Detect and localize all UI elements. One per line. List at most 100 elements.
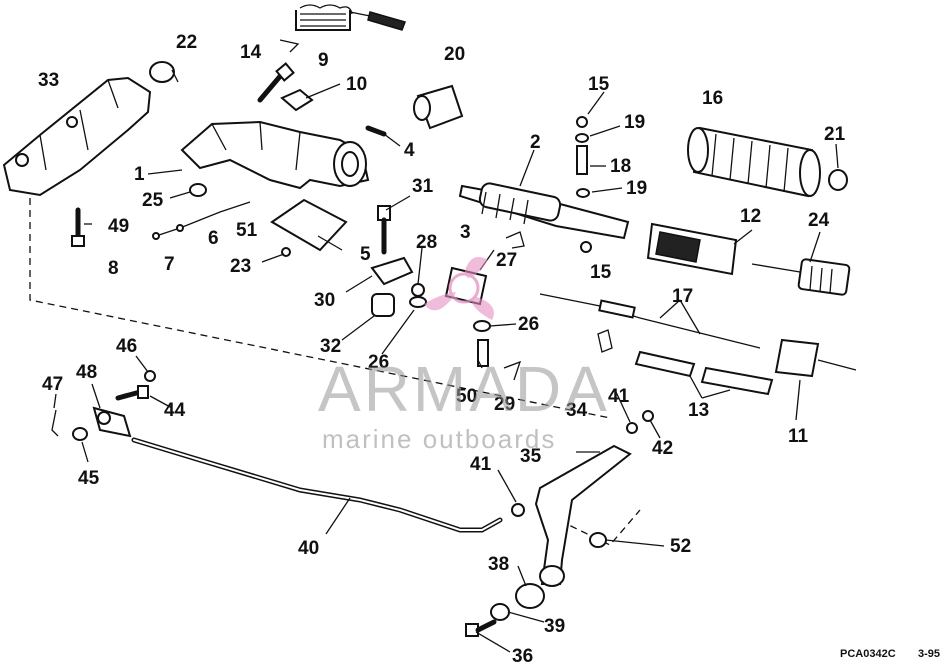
part-34-link: [597, 329, 613, 353]
leader-47: [53, 393, 57, 409]
leader-41-lower: [497, 469, 517, 503]
part-3-clip: [505, 231, 525, 249]
label-7: 7: [164, 254, 175, 275]
part-36-bolt: [465, 619, 497, 637]
part-13-sleeve-a: [634, 350, 696, 378]
label-26-left: 26: [368, 352, 389, 373]
leader-21: [835, 143, 839, 169]
leader-31: [385, 195, 411, 211]
part-32-spacer: [371, 293, 395, 317]
part-50-pin: [477, 339, 489, 367]
leader-24: [809, 231, 821, 263]
part-14-bolt: [257, 62, 295, 103]
leader-13: [689, 375, 731, 399]
label-11: 11: [788, 426, 809, 447]
part-11-knob: [774, 338, 857, 378]
part-10-plate: [280, 88, 314, 112]
label-39: 39: [544, 616, 565, 637]
label-12: 12: [740, 206, 761, 227]
leader-44: [149, 395, 173, 409]
part-44-stud: [115, 385, 149, 401]
part-24-switch: [751, 258, 851, 296]
leader-52: [605, 539, 665, 547]
leader-17: [659, 299, 701, 335]
leader-12: [733, 229, 753, 245]
part-38-bushing: [515, 583, 545, 609]
part-46-nut: [144, 370, 156, 382]
label-27: 27: [496, 250, 517, 271]
label-10: 10: [346, 74, 367, 95]
part-28-nut: [411, 283, 425, 297]
label-42: 42: [652, 438, 673, 459]
label-52: 52: [670, 536, 691, 557]
label-47: 47: [42, 374, 63, 395]
label-45: 45: [78, 468, 100, 489]
part-5-plate: [270, 198, 348, 252]
part-30-washer: [370, 256, 414, 286]
label-49: 49: [108, 216, 129, 237]
dashed-guide-main: [29, 198, 611, 419]
part-20-bushing: [413, 84, 464, 130]
label-2: 2: [530, 132, 541, 153]
part-29-clip: [503, 360, 522, 381]
leader-4: [383, 133, 401, 147]
label-33: 33: [38, 70, 59, 91]
label-44: 44: [164, 400, 186, 421]
part-25-washer: [189, 183, 207, 197]
leader-28: [417, 247, 423, 285]
label-30: 30: [314, 290, 335, 311]
part-41-nut-upper: [626, 422, 638, 434]
label-19-bottom: 19: [626, 178, 647, 199]
leader-48: [91, 383, 101, 409]
part-26-washer-b: [473, 320, 491, 332]
label-36: 36: [512, 646, 533, 664]
leader-45: [81, 441, 89, 463]
label-9: 9: [318, 50, 329, 71]
label-24: 24: [808, 210, 830, 231]
figure-code: PCA0342C: [840, 648, 896, 660]
label-1: 1: [134, 164, 145, 185]
leader-26-left: [381, 309, 415, 355]
label-17: 17: [672, 286, 693, 307]
part-33-bracket: [2, 76, 152, 197]
label-40: 40: [298, 538, 319, 559]
leader-30: [345, 275, 373, 293]
part-40-rod: [131, 437, 503, 533]
label-20: 20: [444, 44, 465, 65]
label-16: 16: [702, 88, 723, 109]
leader-22: [171, 69, 179, 83]
part-45-washer: [72, 427, 88, 441]
label-25: 25: [142, 190, 164, 211]
part-6-terminal: [176, 224, 184, 232]
part-8-terminal: [152, 232, 160, 240]
leader-38: [517, 565, 527, 587]
part-31-bolt: [377, 205, 391, 255]
label-19-top: 19: [624, 112, 645, 133]
label-41-lower: 41: [470, 454, 492, 475]
part-9-spring: [279, 4, 406, 53]
watermark-tagline: marine outboards: [322, 424, 557, 454]
part-12-handle: [646, 222, 738, 276]
label-48: 48: [76, 362, 97, 383]
leader-50: [477, 359, 483, 369]
label-31: 31: [412, 176, 434, 197]
label-32: 32: [320, 336, 341, 357]
part-2-shaft: [458, 182, 630, 240]
label-46: 46: [116, 336, 137, 357]
label-4: 4: [404, 140, 415, 161]
label-23: 23: [230, 256, 251, 277]
label-13: 13: [688, 400, 709, 421]
part-19-washer-bottom: [576, 188, 590, 198]
part-4-pin: [365, 125, 387, 137]
label-18: 18: [610, 156, 631, 177]
label-21: 21: [824, 124, 846, 145]
label-50: 50: [456, 386, 477, 407]
leader-10: [305, 83, 341, 99]
part-22-cap: [149, 61, 175, 83]
leader-19-bottom: [591, 187, 623, 193]
part-41-nut-lower: [511, 503, 525, 517]
armada-logo-mark: [424, 257, 494, 320]
leader-23: [261, 253, 285, 263]
part-52-washer: [589, 532, 607, 548]
